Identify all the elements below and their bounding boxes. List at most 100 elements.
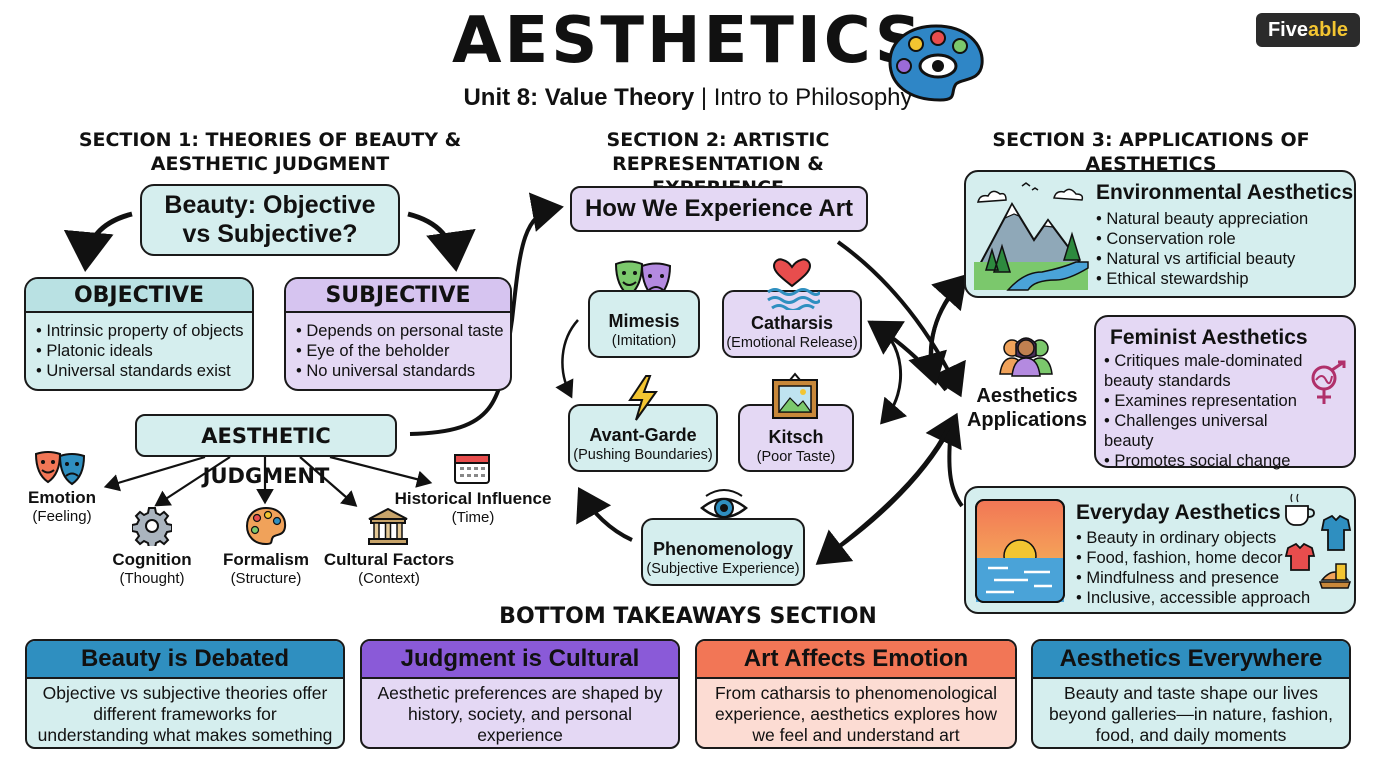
factor-cultural-name: Cultural Factors — [323, 550, 455, 569]
calendar-icon — [454, 454, 490, 484]
environmental-item: Natural beauty appreciation — [1096, 209, 1308, 229]
environmental-item: Conservation role — [1096, 229, 1308, 249]
everyday-item: Food, fashion, home decor — [1076, 548, 1310, 568]
objective-box: OBJECTIVE Intrinsic property of objects … — [24, 277, 254, 391]
factor-formalism: Formalism (Structure) — [216, 550, 316, 588]
feminist-item: Critiques male-dominated beauty standard… — [1104, 351, 1304, 391]
subjective-item: Depends on personal taste — [296, 321, 510, 341]
aesthetic-judgment-title: AESTHETIC JUDGMENT — [201, 424, 331, 488]
takeaway-card-body: From catharsis to phenomenological exper… — [714, 683, 998, 745]
theater-masks-icon — [34, 451, 86, 486]
everyday-item: Inclusive, accessible approach — [1076, 588, 1310, 608]
everyday-item: Beauty in ordinary objects — [1076, 528, 1310, 548]
feminist-list: Critiques male-dominated beauty standard… — [1104, 351, 1304, 471]
objective-item: Intrinsic property of objects — [36, 321, 252, 341]
factor-formalism-name: Formalism — [223, 550, 309, 569]
objective-item: Universal standards exist — [36, 361, 252, 381]
page-title: AESTHETICS — [452, 4, 924, 78]
factor-emotion-name: Emotion — [28, 488, 96, 507]
phenomenology-node: Phenomenology (Subjective Experience) — [641, 518, 805, 586]
takeaway-card-beauty-debated: Beauty is Debated Objective vs subjectiv… — [25, 639, 345, 749]
subjective-box: SUBJECTIVE Depends on personal taste Eye… — [284, 277, 512, 391]
page-subtitle: Unit 8: Value Theory | Intro to Philosop… — [0, 84, 1376, 112]
aesthetics-applications-hub: Aesthetics Applications — [964, 384, 1090, 432]
mimesis-sub: (Imitation) — [611, 333, 677, 349]
takeaways-title: BOTTOM TAKEAWAYS SECTION — [499, 604, 877, 629]
experience-art-title: How We Experience Art — [584, 195, 854, 222]
mimesis-node: Mimesis (Imitation) — [588, 290, 700, 358]
gear-icon — [132, 507, 172, 546]
everyday-items-icon — [1284, 493, 1352, 589]
section2-title-line1: SECTION 2: ARTISTIC — [606, 129, 830, 151]
subjective-item: No universal standards — [296, 361, 510, 381]
factor-historical: Historical Influence (Time) — [394, 489, 552, 527]
kitsch-title: Kitsch — [768, 427, 824, 447]
feminist-item: Challenges universal beauty — [1104, 411, 1304, 451]
palette-icon — [245, 506, 287, 546]
feminist-title: Feminist Aesthetics — [1110, 326, 1308, 349]
factor-emotion: Emotion (Feeling) — [12, 488, 112, 526]
people-group-icon — [999, 337, 1053, 377]
experience-art-box: How We Experience Art — [570, 186, 868, 232]
takeaway-card-body: Aesthetic preferences are shaped by hist… — [377, 683, 663, 745]
mountain-landscape-icon — [974, 182, 1089, 291]
museum-icon — [368, 507, 408, 545]
avant-garde-title: Avant-Garde — [589, 425, 697, 445]
takeaway-card-judgment-cultural: Judgment is Cultural Aesthetic preferenc… — [360, 639, 680, 749]
takeaway-card-title: Judgment is Cultural — [362, 641, 678, 679]
factor-formalism-sub: (Structure) — [230, 570, 302, 587]
feminist-item: Examines representation — [1104, 391, 1304, 411]
objective-title: OBJECTIVE — [26, 279, 252, 313]
subjective-item: Eye of the beholder — [296, 341, 510, 361]
takeaway-card-art-emotion: Art Affects Emotion From catharsis to ph… — [695, 639, 1017, 749]
factor-emotion-sub: (Feeling) — [32, 508, 92, 525]
hub-line1: Aesthetics — [976, 385, 1078, 407]
factor-cognition-name: Cognition — [112, 550, 192, 569]
factor-cultural-sub: (Context) — [358, 570, 420, 587]
beauty-question-box: Beauty: Objective vs Subjective? — [140, 184, 400, 256]
catharsis-sub: (Emotional Release) — [726, 335, 858, 351]
feminist-box: Feminist Aesthetics Critiques male-domin… — [1094, 315, 1356, 471]
subtitle-course: | Intro to Philosophy — [694, 84, 913, 111]
logo-main: Five — [1267, 19, 1308, 41]
factor-cognition: Cognition (Thought) — [102, 550, 202, 588]
phenomenology-title: Phenomenology — [652, 539, 793, 559]
factor-cultural: Cultural Factors (Context) — [322, 550, 456, 588]
hub-line2: Applications — [966, 409, 1087, 431]
factor-cognition-sub: (Thought) — [119, 570, 185, 587]
subtitle-unit: Unit 8: Value Theory — [463, 84, 695, 111]
objective-item: Platonic ideals — [36, 341, 252, 361]
environmental-item: Ethical stewardship — [1096, 269, 1308, 289]
section1-title: SECTION 1: THEORIES OF BEAUTY & AESTHETI… — [70, 128, 470, 176]
heart-waves-icon — [767, 258, 820, 310]
section1-title-line2: AESTHETIC JUDGMENT — [150, 153, 390, 175]
picture-frame-icon — [772, 372, 818, 419]
aesthetic-judgment-box: AESTHETIC JUDGMENT — [135, 414, 397, 488]
environmental-title: Environmental Aesthetics — [1096, 181, 1354, 204]
palette-eye-icon — [888, 24, 984, 102]
subjective-title: SUBJECTIVE — [286, 279, 510, 313]
section3-title: SECTION 3: APPLICATIONS OF AESTHETICS — [992, 129, 1310, 175]
kitsch-sub: (Poor Taste) — [756, 449, 836, 465]
beauty-question-line1: Beauty: Objective — [164, 191, 376, 219]
environmental-item: Natural vs artificial beauty — [1096, 249, 1308, 269]
takeaway-card-title: Beauty is Debated — [27, 641, 343, 679]
takeaway-card-body: Objective vs subjective theories offer d… — [37, 683, 333, 747]
subjective-list: Depends on personal taste Eye of the beh… — [286, 313, 510, 381]
fiveable-logo: Fiveable — [1256, 13, 1360, 47]
avant-garde-sub: (Pushing Boundaries) — [573, 447, 713, 463]
everyday-item: Mindfulness and presence — [1076, 568, 1310, 588]
sunset-icon — [975, 499, 1065, 603]
catharsis-title: Catharsis — [750, 313, 834, 333]
factor-historical-sub: (Time) — [451, 509, 495, 526]
lightning-icon — [628, 375, 658, 421]
environmental-list: Natural beauty appreciation Conservation… — [1096, 209, 1308, 289]
takeaway-card-aesthetics-everywhere: Aesthetics Everywhere Beauty and taste s… — [1031, 639, 1351, 749]
beauty-question-line2: vs Subjective? — [182, 220, 358, 248]
mimesis-title: Mimesis — [608, 311, 680, 331]
takeaway-card-body: Beauty and taste shape our lives beyond … — [1048, 683, 1334, 745]
eye-icon — [700, 489, 748, 519]
feminist-item: Promotes social change — [1104, 451, 1304, 471]
objective-list: Intrinsic property of objects Platonic i… — [26, 313, 252, 381]
